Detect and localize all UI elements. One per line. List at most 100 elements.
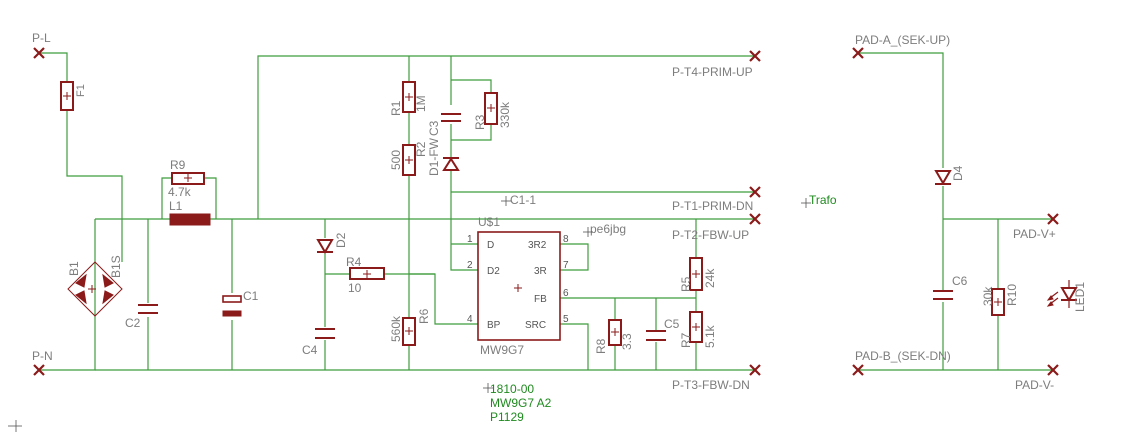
part-name-r1: R1 <box>389 100 403 116</box>
pad-label-t2: P-T2-FBW-UP <box>672 228 749 242</box>
pad-label-p-n: P-N <box>32 349 53 363</box>
pad-b <box>852 364 864 376</box>
ic-pin-src: SRC <box>525 320 546 331</box>
part-name-r8: R8 <box>594 338 608 354</box>
resistor-r4 <box>349 267 385 280</box>
note-line-3: P1129 <box>490 410 524 424</box>
ic-u1 <box>477 231 561 341</box>
note-line-2: MW9G7 A2 <box>490 396 552 410</box>
ic-pin-3r: 3R <box>534 266 547 277</box>
pad-t4 <box>749 50 761 62</box>
pad-label-v-plus: PAD-V+ <box>1013 227 1056 241</box>
note-line-1: 1810-00 <box>490 382 534 396</box>
pad-label-t3: P-T3-FBW-DN <box>672 378 750 392</box>
pad-a <box>852 47 864 59</box>
part-name-r3: R3 <box>473 114 487 130</box>
part-name-d1: D1-FW <box>427 137 441 176</box>
diode-d2 <box>316 239 334 254</box>
part-name-c5: C5 <box>664 317 680 331</box>
resistor-r2 <box>402 144 416 176</box>
ic-pin-d: D <box>487 240 494 251</box>
ic-pin-3r2: 3R2 <box>528 240 547 251</box>
note-pe6jbg: pe6jbg <box>590 222 626 236</box>
ic-value: MW9G7 <box>480 343 524 357</box>
ic-pin-fb: FB <box>534 294 547 305</box>
ic-pin-num-7: 7 <box>563 260 569 271</box>
capacitor-c5 <box>646 330 666 341</box>
part-name-b1: B1 <box>67 261 81 276</box>
resistor-r8 <box>608 319 622 346</box>
pad-t3 <box>749 364 761 376</box>
ic-pin-num-4: 4 <box>467 314 473 325</box>
part-value-r9: 4.7k <box>168 185 192 199</box>
part-name-r6: R6 <box>417 308 431 324</box>
pad-label-v-minus: PAD-V- <box>1015 378 1054 392</box>
part-value-r1: 1M <box>414 95 428 112</box>
ic-pin-num-5: 5 <box>563 314 569 325</box>
ic-pin-d2: D2 <box>487 266 500 277</box>
resistor-r5 <box>689 257 703 291</box>
ic-pin-num-2: 2 <box>467 260 473 271</box>
part-name-c6: C6 <box>952 274 968 288</box>
note-trafo: Trafo <box>809 193 837 207</box>
part-name-led1: LED1 <box>1073 282 1087 312</box>
resistor-r7 <box>689 311 703 343</box>
pad-t2 <box>749 213 761 225</box>
part-name-c2: C2 <box>125 316 141 330</box>
pad-label-b: PAD-B_(SEK-DN) <box>855 349 951 363</box>
labels: P-L P-N P-T4-PRIM-UP P-T1-PRIM-DN P-T2-F… <box>8 31 1087 432</box>
part-name-r10: R10 <box>1005 284 1019 306</box>
ic-name: U$1 <box>478 215 500 229</box>
resistor-r9 <box>171 172 205 185</box>
ic-pin-num-6: 6 <box>563 288 569 299</box>
pad-p-n <box>33 364 45 376</box>
part-name-d4: D4 <box>951 165 965 181</box>
part-name-c3: C3 <box>427 120 441 136</box>
pad-label-a: PAD-A_(SEK-UP) <box>855 33 950 47</box>
part-value-r7: 5.1k <box>703 324 717 348</box>
bridge-rectifier-b1 <box>67 261 123 317</box>
part-name-f1: F1 <box>75 84 87 97</box>
resistor-r1 <box>402 81 416 113</box>
inductor-l1 <box>169 213 211 226</box>
capacitor-c4 <box>315 328 335 339</box>
capacitor-c6 <box>933 290 953 300</box>
pad-p-l <box>33 47 45 59</box>
part-name-r2: R2 <box>414 141 428 157</box>
ic-pin-bp: BP <box>487 320 501 331</box>
pad-v-plus <box>1047 213 1059 225</box>
part-value-r5: 24k <box>703 268 717 288</box>
part-name-c4: C4 <box>302 343 318 357</box>
note-c1-1: C1-1 <box>510 193 536 207</box>
fuse-f1 <box>60 81 74 111</box>
part-value-r2: 500 <box>389 150 403 170</box>
part-value-r8: 3.3 <box>620 333 634 350</box>
pad-label-t4: P-T4-PRIM-UP <box>672 65 753 79</box>
part-name-r5: R5 <box>679 276 693 292</box>
resistor-r6 <box>402 317 416 346</box>
part-name-l1: L1 <box>169 199 183 213</box>
pad-label-t1: P-T1-PRIM-DN <box>672 199 753 213</box>
part-name-r7: R7 <box>679 332 693 348</box>
pad-t1 <box>749 186 761 198</box>
diode-d4 <box>934 170 952 185</box>
part-value-r10: 30k <box>981 286 995 306</box>
part-name-b1s: B1S <box>109 255 123 278</box>
capacitor-c1 <box>222 295 242 317</box>
part-name-d2: D2 <box>334 232 348 248</box>
part-value-r3: 330k <box>498 101 512 128</box>
origin-marks <box>8 196 811 432</box>
resistor-r10 <box>991 288 1005 316</box>
ic-pin-num-8: 8 <box>563 234 569 245</box>
pad-label-p-l: P-L <box>32 31 51 45</box>
components <box>60 81 1078 346</box>
ic-pin-num-1: 1 <box>467 234 473 245</box>
capacitor-c3 <box>441 113 461 122</box>
part-name-c1: C1 <box>243 289 259 303</box>
part-value-r4: 10 <box>348 281 362 295</box>
part-name-r4: R4 <box>346 255 362 269</box>
led-led1 <box>1046 280 1078 308</box>
part-value-r6: 560k <box>389 315 403 342</box>
diode-d1 <box>442 157 460 171</box>
